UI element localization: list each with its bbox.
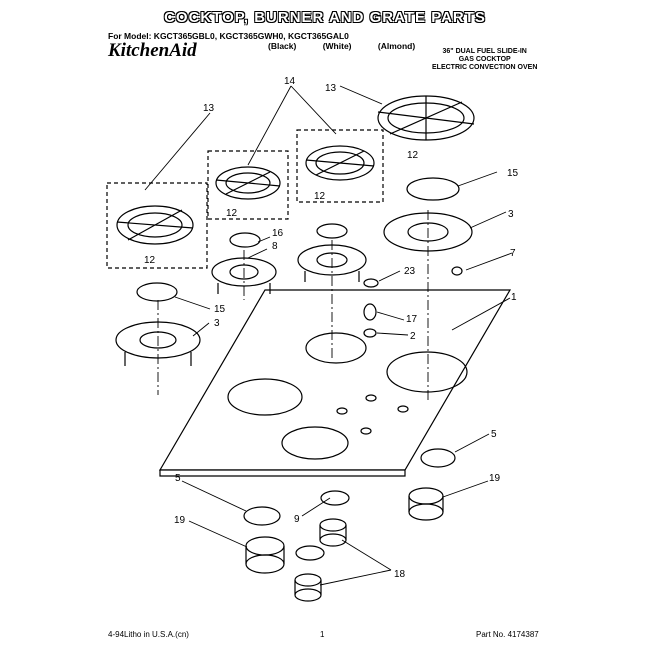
description-line: GAS COCKTOP — [458, 56, 511, 63]
callout-number: 16 — [272, 228, 284, 239]
callout-number: 13 — [325, 83, 337, 94]
burner-opening — [281, 426, 349, 460]
callout-number: 13 — [203, 103, 215, 114]
callout-number: 9 — [294, 514, 300, 525]
burner-cap — [136, 282, 178, 302]
burner-base — [245, 536, 285, 574]
valve-hole — [365, 394, 377, 402]
part-23 — [363, 278, 379, 288]
footer-litho: 4-94Litho in U.S.A.(cn) — [108, 630, 189, 639]
burner-base — [294, 573, 322, 602]
callout-number: 15 — [214, 304, 226, 315]
callout-number: 23 — [404, 266, 416, 277]
page-title: COCKTOP, BURNER AND GRATE PARTS — [164, 9, 486, 26]
callout-number: 12 — [314, 191, 326, 202]
grate-small — [215, 166, 281, 200]
burner-cap — [316, 223, 348, 239]
callout-number: 14 — [284, 76, 296, 87]
callout-number: 12 — [226, 208, 238, 219]
callout-number: 19 — [174, 515, 186, 526]
callout-number: 8 — [272, 241, 278, 252]
callout-number: 5 — [175, 473, 181, 484]
brand-logo: KitchenAid — [108, 40, 197, 61]
burner-base — [319, 518, 347, 547]
product-description: 36" DUAL FUEL SLIDE-IN GAS COCKTOP ELECT… — [432, 48, 537, 72]
seal-ring — [320, 490, 350, 506]
callout-number: 3 — [508, 209, 514, 220]
callout-number: 1 — [511, 292, 517, 303]
callout-number: 18 — [394, 569, 406, 580]
footer-part-number: Part No. 4174387 — [476, 630, 539, 639]
burner-opening — [227, 378, 303, 416]
cooktop-panel-edge — [159, 469, 406, 477]
callout-number: 19 — [489, 473, 501, 484]
callout-number: 5 — [491, 429, 497, 440]
grate-large — [377, 95, 475, 141]
callout-number: 12 — [407, 150, 419, 161]
seal-ring — [243, 506, 281, 526]
burner-base — [408, 487, 444, 521]
callout-number: 17 — [406, 314, 418, 325]
part-2 — [363, 328, 377, 338]
callout-number: 15 — [507, 168, 519, 179]
burner-cap — [406, 177, 460, 201]
part-7 — [451, 266, 463, 276]
callout-number: 12 — [144, 255, 156, 266]
seal-ring — [295, 545, 325, 561]
grate-dashed-box — [296, 129, 384, 203]
grate-dashed-box — [207, 150, 289, 220]
description-line: ELECTRIC CONVECTION OVEN — [432, 64, 538, 71]
callout-number: 3 — [214, 318, 220, 329]
footer-page-number: 1 — [320, 630, 325, 639]
callout-number: 7 — [510, 248, 516, 259]
callout-number: 2 — [410, 331, 416, 342]
valve-hole — [360, 427, 372, 435]
cooktop-panel — [158, 289, 512, 471]
valve-hole — [336, 407, 348, 415]
grate-medium — [305, 145, 375, 181]
description-line: 36" DUAL FUEL SLIDE-IN — [442, 48, 527, 55]
burner-opening — [305, 332, 367, 364]
model-colors: (Black) (White) (Almond) — [268, 41, 416, 51]
burner-opening — [386, 351, 468, 393]
part-17 — [363, 303, 377, 321]
valve-hole — [397, 405, 409, 413]
grate-dashed-box — [106, 182, 208, 269]
grate-left — [116, 205, 194, 245]
seal-ring — [420, 448, 456, 468]
burner-cap — [229, 232, 261, 248]
model-numbers: For Model: KGCT365GBL0, KGCT365GWH0, KGC… — [108, 31, 349, 41]
